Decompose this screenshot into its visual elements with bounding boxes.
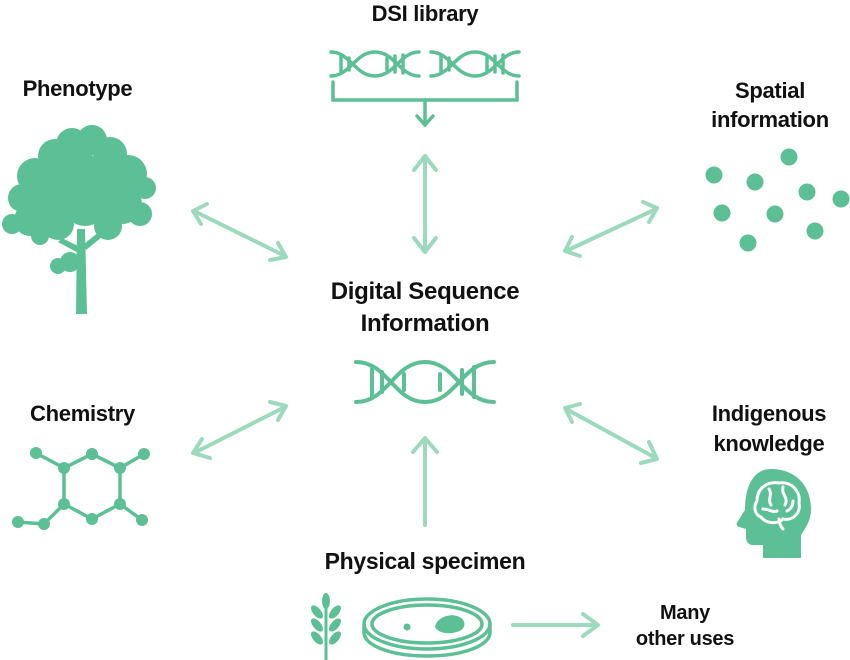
chemistry-center-double-arrow xyxy=(191,400,288,460)
specimen-up-arrow xyxy=(411,436,439,527)
petri-dish-icon xyxy=(362,597,492,658)
indigenous-center-double-arrow xyxy=(563,402,659,465)
dsi-library-label: DSI library xyxy=(371,1,479,26)
center-line-1: Digital Sequence xyxy=(330,278,520,305)
indigenous-line-2: knowledge xyxy=(713,431,825,456)
tree-icon xyxy=(2,125,156,314)
chemistry-label: Chemistry xyxy=(30,401,135,426)
dna-double-helix-icon xyxy=(329,50,521,128)
physical-specimen-label: Physical specimen xyxy=(324,548,526,574)
spatial-information-label: Spatial information xyxy=(690,76,850,134)
other-uses-line-1: Many xyxy=(660,602,710,624)
head-with-brain-icon xyxy=(736,469,811,558)
phenotype-center-double-arrow xyxy=(191,202,288,262)
indigenous-line-1: Indigenous xyxy=(711,401,827,426)
spatial-center-double-arrow xyxy=(563,200,659,258)
molecule-icon xyxy=(12,447,150,530)
other-uses-line-2: other uses xyxy=(635,628,735,650)
dots-scatter-icon xyxy=(705,148,850,252)
spatial-line-2: information xyxy=(711,107,829,132)
dsi-center-double-arrow xyxy=(412,154,438,254)
digital-sequence-information-label: Digital Sequence Information xyxy=(300,276,550,340)
center-line-2: Information xyxy=(360,310,490,337)
many-other-uses-label: Many other uses xyxy=(610,600,760,652)
phenotype-label: Phenotype xyxy=(22,76,133,101)
dna-helix-icon xyxy=(354,359,496,405)
indigenous-knowledge-label: Indigenous knowledge xyxy=(688,399,850,459)
wheat-sprig-icon xyxy=(311,593,341,660)
spatial-line-1: Spatial xyxy=(734,78,806,103)
other-uses-arrow xyxy=(511,612,600,638)
